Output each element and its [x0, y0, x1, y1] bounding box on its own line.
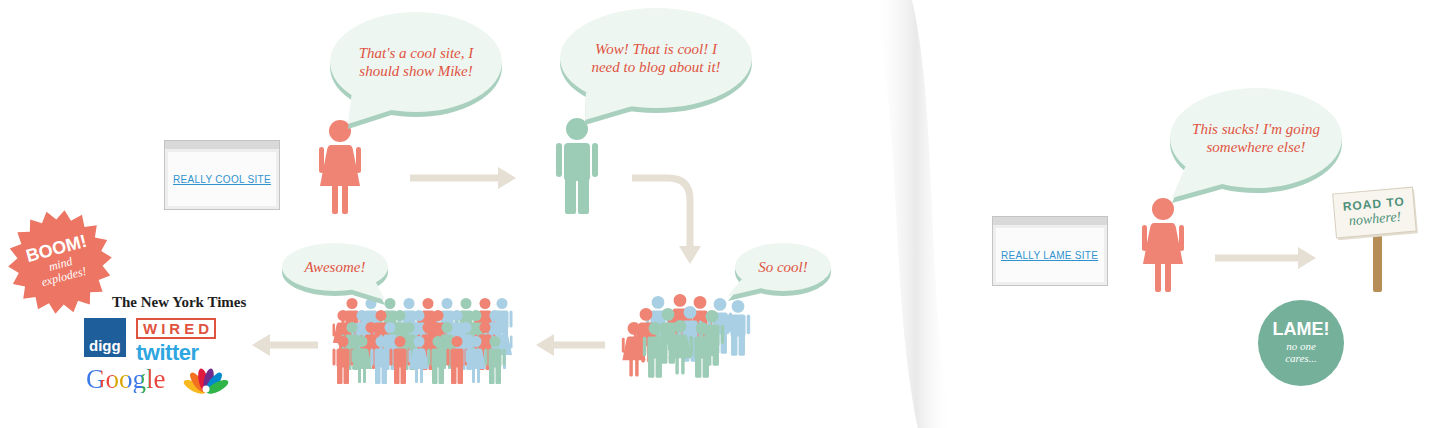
speech-bubble: Wow! That is cool! I need to blog about …: [560, 8, 752, 108]
text-holder: So cool!: [746, 258, 821, 276]
speech-text: That's a cool site, I should show Mike!: [349, 44, 483, 81]
text-holder: Wow! That is cool! I need to blog about …: [581, 40, 731, 77]
text-holder: That's a cool site, I should show Mike!: [349, 44, 483, 81]
person: [428, 336, 449, 384]
arrowhead: [679, 246, 701, 264]
person: [352, 336, 373, 383]
shape-outline: [1170, 88, 1342, 188]
speech-text: So cool!: [746, 258, 821, 276]
badge-text: LAME!: [1272, 320, 1330, 340]
arrow: [268, 342, 318, 349]
person: [643, 322, 667, 378]
starburst: [0, 199, 123, 326]
page-area: [168, 152, 276, 206]
person: [622, 322, 646, 377]
speech-bubble: So cool!: [735, 243, 831, 291]
arrowhead: [498, 167, 516, 189]
arrowhead: [536, 334, 554, 356]
newspaper-logo: The New York Times: [112, 295, 246, 310]
text-holder: Awesome!: [294, 258, 377, 276]
title-bar: [993, 217, 1107, 225]
speech-bubble: Awesome!: [282, 243, 388, 291]
google-logo: Google: [86, 366, 165, 393]
window-frame: [165, 141, 280, 210]
peacock-logo: [182, 368, 230, 397]
person: [466, 336, 487, 383]
title-bar: [165, 141, 279, 149]
badge-text: no one cares...: [1272, 340, 1330, 365]
arrow: [552, 342, 605, 349]
text-holder: REALLY COOL SITE: [173, 174, 271, 186]
person: [485, 336, 506, 384]
person: [390, 336, 411, 384]
woman-figure: [1142, 198, 1184, 292]
speech-text: Wow! That is cool! I need to blog about …: [581, 40, 731, 77]
small-crowd: [622, 294, 750, 378]
arrow: [632, 178, 690, 248]
man-figure: [556, 118, 598, 214]
arrowhead: [1298, 247, 1316, 269]
digg-logo: digg: [84, 318, 126, 357]
text-holder: REALLY LAME SITE: [1001, 250, 1098, 262]
twitter-logo: twitter: [136, 342, 199, 364]
bubble-body: [1170, 88, 1342, 188]
arrow: [1215, 255, 1300, 262]
woman-figure: [319, 120, 361, 214]
speech-text: This sucks! I'm going somewhere else!: [1189, 120, 1323, 157]
site-link: REALLY COOL SITE: [173, 174, 271, 186]
person: [409, 336, 430, 383]
text-holder: ROAD TOnowhere!: [1342, 194, 1407, 230]
person: [726, 300, 750, 356]
page-area: [996, 228, 1104, 282]
speech-text: Awesome!: [294, 258, 377, 276]
circle-badge: LAME!no one cares...: [1258, 300, 1344, 386]
shape-outline: [330, 12, 502, 112]
person: [668, 320, 692, 375]
speech-bubble: This sucks! I'm going somewhere else!: [1170, 88, 1342, 188]
site-link: REALLY LAME SITE: [1001, 250, 1098, 262]
person: [690, 322, 714, 378]
arrowhead: [252, 334, 270, 356]
speech-bubble: That's a cool site, I should show Mike!: [330, 12, 502, 112]
text-holder: This sucks! I'm going somewhere else!: [1189, 120, 1323, 157]
page-fold: [872, 0, 952, 428]
big-crowd: [333, 298, 513, 384]
circle-shape: [1258, 300, 1344, 386]
road-sign: ROAD TOnowhere!: [1332, 187, 1418, 240]
person: [447, 336, 468, 384]
bubble-body: [330, 12, 502, 112]
bubble-body: [560, 8, 752, 108]
bubble-body: [735, 243, 831, 291]
window-frame: [993, 217, 1108, 286]
sign-board: [1333, 187, 1417, 238]
bubble-body: [282, 243, 388, 291]
person: [371, 336, 392, 384]
starburst-badge: BOOM!mind explodes!: [0, 198, 124, 325]
text-holder: LAME!no one cares...: [1272, 320, 1330, 365]
browser-window: REALLY COOL SITE: [164, 140, 280, 210]
shape-outline: [560, 8, 752, 108]
arrow: [410, 175, 500, 182]
person: [333, 336, 354, 384]
magazine-logo: WIRED: [136, 318, 216, 339]
browser-window: REALLY LAME SITE: [992, 216, 1108, 286]
